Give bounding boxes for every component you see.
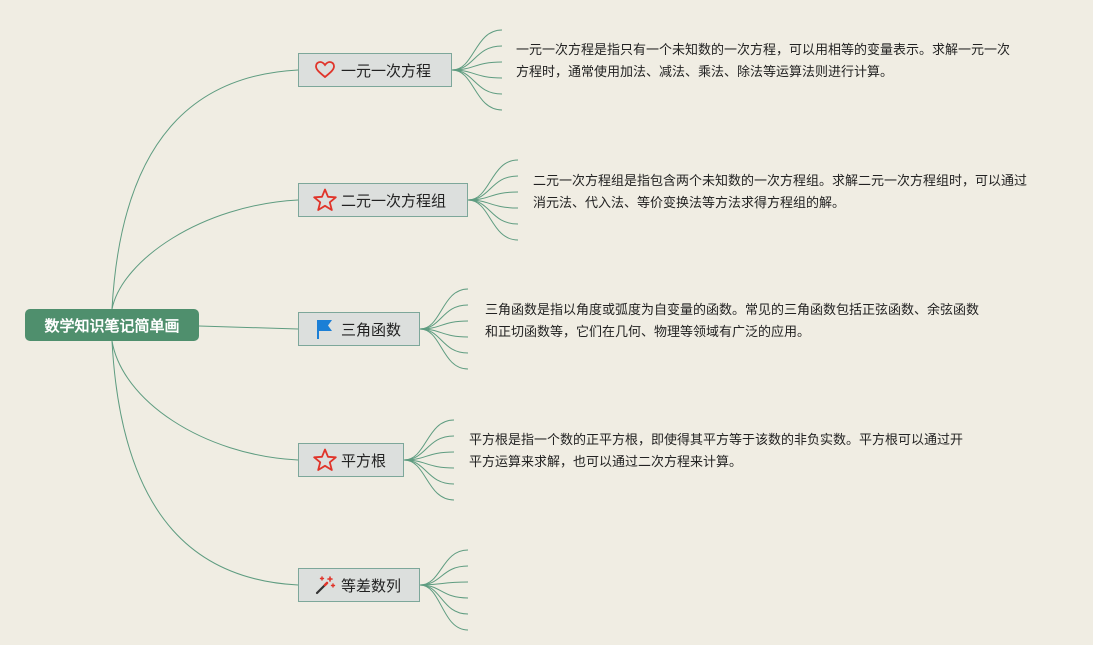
connector-line [419, 549, 469, 586]
connector-line [451, 69, 503, 95]
branch-label: 二元一次方程组 [341, 191, 447, 210]
connector-line [111, 340, 299, 586]
branch-arithmetic-sequence[interactable]: 等差数列 [298, 568, 420, 602]
heart-icon [313, 58, 337, 82]
connector-line [198, 325, 299, 330]
branch-label: 平方根 [341, 451, 387, 470]
connector-line [419, 584, 469, 615]
note-square-root: 平方根是指一个数的正平方根，即使得其平方等于该数的非负实数。平方根可以通过开平方… [469, 433, 964, 470]
connector-line [467, 159, 519, 201]
connector-line [467, 199, 519, 241]
connector-line [403, 419, 455, 461]
note-linear-equation: 一元一次方程是指只有一个未知数的一次方程，可以用相等的变量表示。求解一元一次方程… [516, 43, 1011, 80]
connector-line [467, 175, 519, 201]
branch-label: 三角函数 [341, 320, 402, 339]
root-topic[interactable]: 数学知识笔记简单画 [25, 309, 199, 341]
star-icon [313, 448, 337, 472]
root-topic-label: 数学知识笔记简单画 [44, 316, 180, 335]
connector-line [111, 199, 299, 310]
branch-linear-system[interactable]: 二元一次方程组 [298, 183, 468, 217]
connector-line [403, 459, 455, 485]
connector-line [111, 340, 299, 461]
connector-line [467, 199, 519, 225]
star-icon [313, 188, 337, 212]
branch-square-root[interactable]: 平方根 [298, 443, 404, 477]
connector-line [403, 435, 455, 461]
connector-line [419, 328, 469, 354]
connector-line [451, 69, 503, 111]
connector-line [451, 45, 503, 71]
magic-wand-icon [313, 573, 337, 597]
branch-linear-equation[interactable]: 一元一次方程 [298, 53, 452, 87]
connector-line [403, 459, 455, 501]
connector-line [111, 69, 299, 310]
connector-line [419, 328, 469, 370]
note-linear-system: 二元一次方程组是指包含两个未知数的一次方程组。求解二元一次方程组时，可以通过消元… [533, 174, 1028, 211]
branch-label: 等差数列 [341, 576, 402, 595]
connector-line [419, 584, 469, 631]
note-trig-functions: 三角函数是指以角度或弧度为自变量的函数。常见的三角函数包括正弦函数、余弦函数和正… [485, 303, 980, 340]
connector-line [419, 288, 469, 330]
branch-label: 一元一次方程 [341, 61, 432, 80]
connector-line [451, 29, 503, 71]
branch-trig-functions[interactable]: 三角函数 [298, 312, 420, 346]
flag-icon [313, 317, 337, 341]
connector-line [419, 304, 469, 330]
